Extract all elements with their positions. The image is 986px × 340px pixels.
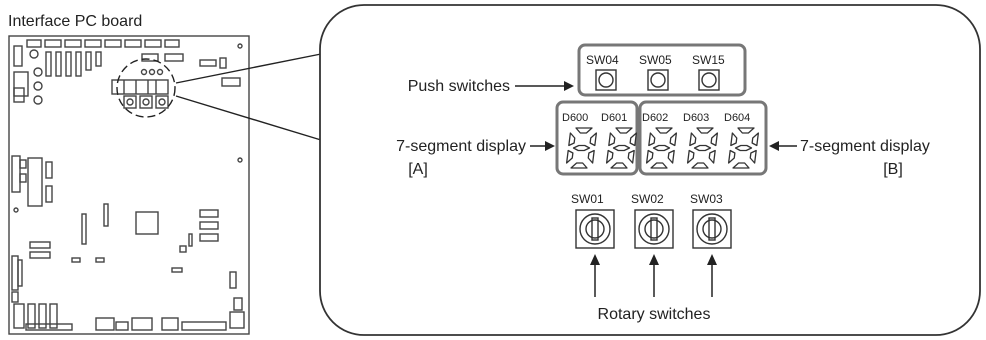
segment: [693, 144, 712, 152]
pc-board: [8, 35, 250, 335]
segment: [627, 149, 635, 164]
segment: [708, 149, 716, 164]
rotary-label-sw01: SW01: [571, 192, 604, 206]
segment: [565, 149, 574, 164]
zoom-callout-box: [319, 4, 981, 336]
segment: [686, 149, 695, 164]
segment: [629, 132, 638, 147]
segment: [732, 162, 750, 169]
segment: [589, 132, 598, 147]
segment: [727, 149, 736, 164]
segment: [650, 162, 668, 169]
seven-segment-digit: [686, 127, 719, 169]
segment: [737, 127, 755, 134]
seven-segment-digit: [565, 127, 598, 169]
segment: [587, 149, 595, 164]
rotary-switches-label: Rotary switches: [598, 306, 711, 323]
segment: [730, 132, 738, 147]
seven-segment-digit: [645, 127, 678, 169]
display-a-label-line1: 7-segment display: [396, 138, 526, 155]
display-a-label-line2: [A]: [408, 161, 428, 178]
display-b-label-line1: 7-segment display: [800, 138, 930, 155]
segment: [667, 149, 675, 164]
rotary-arrows: [594, 262, 713, 297]
rotary-label-sw03: SW03: [690, 192, 723, 206]
segment: [734, 144, 753, 152]
push-switch-label-sw04: SW04: [586, 53, 619, 67]
segment: [689, 132, 697, 147]
segment: [652, 144, 671, 152]
segment: [710, 132, 719, 147]
digit-label-d604: D604: [724, 112, 750, 124]
segment: [612, 144, 631, 152]
segment: [691, 162, 709, 169]
segment: [696, 127, 714, 134]
digit-label-d600: D600: [562, 112, 588, 124]
push-switch-label-sw15: SW15: [692, 53, 725, 67]
segment: [751, 132, 760, 147]
segment: [575, 127, 593, 134]
display-b-label-line2: [B]: [883, 161, 903, 178]
rotary-label-sw02: SW02: [631, 192, 664, 206]
segment: [608, 132, 616, 147]
segment: [645, 149, 654, 164]
segment: [572, 144, 591, 152]
segment: [648, 132, 656, 147]
digit-label-d603: D603: [683, 112, 709, 124]
segment: [655, 127, 673, 134]
push-switch-label-sw05: SW05: [639, 53, 672, 67]
zoom-line-bottom: [175, 95, 322, 141]
segment: [605, 149, 614, 164]
digit-label-d601: D601: [601, 112, 627, 124]
segment: [610, 162, 628, 169]
segment: [749, 149, 757, 164]
seven-segment-digit: [605, 127, 638, 169]
zoom-highlight-circle: [116, 58, 176, 118]
push-switch-group: [577, 43, 747, 97]
segment: [669, 132, 678, 147]
segment: [568, 132, 576, 147]
segment: [570, 162, 588, 169]
segment: [615, 127, 633, 134]
board-title: Interface PC board: [8, 13, 142, 30]
zoom-line-top: [175, 53, 322, 84]
seven-segment-digit: [727, 127, 760, 169]
digit-label-d602: D602: [642, 112, 668, 124]
display-a-group: [555, 100, 639, 176]
display-b-group: [638, 100, 768, 176]
push-switches-label: Push switches: [408, 78, 510, 95]
